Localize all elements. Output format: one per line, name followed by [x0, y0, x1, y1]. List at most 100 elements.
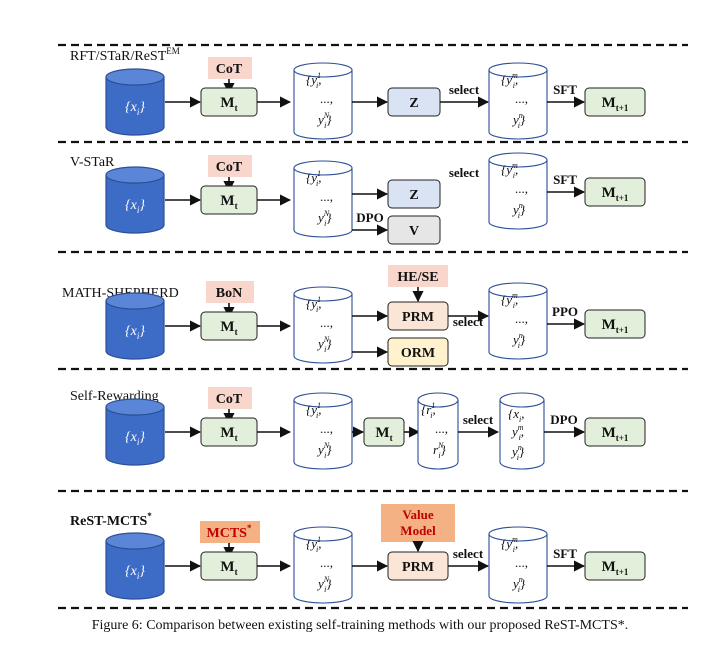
cylinder-top	[293, 286, 353, 302]
orm-label: ORM	[401, 346, 435, 361]
next-model-box	[584, 417, 646, 447]
prompt-label: CoT	[216, 62, 243, 77]
row-1-label: RFT/STaR/ReSTEM	[70, 46, 180, 64]
cylinder-top	[293, 62, 353, 78]
samples-dots: ...,	[320, 91, 333, 106]
next-model-label: Mt+1	[602, 95, 629, 113]
value-model-line1: Value	[402, 507, 434, 522]
select-label: select	[453, 314, 484, 329]
selected-cylinder-sample-dots: ...,	[515, 91, 528, 106]
samples-dots: ...,	[320, 315, 333, 330]
cylinder-top	[293, 160, 353, 176]
prompt-box	[206, 281, 254, 303]
prompt-box	[200, 521, 260, 543]
cylinder-top	[488, 282, 548, 298]
hint-label: HE/SE	[397, 270, 438, 285]
dpo-label: DPO	[356, 210, 383, 225]
cylinder-body	[293, 400, 353, 470]
prm-label: PRM	[402, 560, 434, 575]
prompt-label: MCTS*	[207, 523, 252, 541]
prompt-box	[208, 387, 252, 409]
cylinder-body	[293, 70, 353, 140]
samples-cylinder	[293, 392, 353, 470]
next-model-box	[584, 551, 646, 581]
selected-cylinder-sample-dots: ...,	[515, 311, 528, 326]
selected-cylinder	[488, 152, 548, 230]
judge-model-label: Mt	[375, 425, 392, 443]
samples-cylinder	[293, 526, 353, 604]
select-label: select	[449, 82, 480, 97]
reward-dots: ...,	[435, 421, 448, 436]
row-2-label: V-STaR	[70, 155, 115, 170]
dataset-cylinder: {xi}	[105, 166, 165, 234]
train-label: DPO	[550, 412, 577, 427]
next-model-label: Mt+1	[602, 559, 629, 577]
figure-caption: Figure 6: Comparison between existing se…	[91, 618, 629, 633]
cylinder-top	[488, 62, 548, 78]
selected-cylinder	[488, 62, 548, 140]
cylinder-top	[105, 292, 165, 310]
cylinder-body	[293, 534, 353, 604]
z-label: Z	[409, 188, 418, 203]
cylinder-body	[105, 175, 165, 234]
cylinder-body	[417, 400, 459, 470]
next-model-box	[584, 177, 646, 207]
samples-cylinder	[293, 286, 353, 364]
cylinder-body	[488, 534, 548, 604]
samples-dots: ...,	[320, 189, 333, 204]
z-label: Z	[409, 96, 418, 111]
model-label: Mt	[220, 559, 237, 577]
hint-box	[388, 265, 448, 287]
dataset-cylinder: {xi}	[105, 532, 165, 600]
cylinder-body	[105, 407, 165, 466]
next-model-label: Mt+1	[602, 317, 629, 335]
cylinder-body	[488, 290, 548, 360]
cylinder-body	[293, 294, 353, 364]
train-label: PPO	[552, 304, 578, 319]
cylinder-top	[105, 398, 165, 416]
select-label: select	[453, 546, 484, 561]
cylinder-body	[293, 168, 353, 238]
dataset-label: {xi}	[125, 564, 145, 581]
reward-cylinder	[417, 392, 459, 470]
cylinder-top	[417, 392, 459, 408]
model-label: Mt	[220, 425, 237, 443]
next-model-box	[584, 309, 646, 339]
cylinder-top	[105, 532, 165, 550]
model-label: Mt	[220, 319, 237, 337]
value-model-line2: Model	[400, 523, 436, 538]
dataset-cylinder: {xi}	[105, 68, 165, 136]
next-model-label: Mt+1	[602, 185, 629, 203]
dataset-label: {xi}	[125, 324, 145, 341]
dataset-label: {xi}	[125, 198, 145, 215]
train-label: SFT	[553, 172, 577, 187]
samples-dots: ...,	[320, 555, 333, 570]
cylinder-body	[488, 70, 548, 140]
cylinder-body	[105, 541, 165, 600]
model-label: Mt	[220, 193, 237, 211]
model-label: Mt	[220, 95, 237, 113]
dataset-cylinder: {xi}	[105, 292, 165, 360]
prm-label: PRM	[402, 310, 434, 325]
selected-cylinder	[488, 282, 548, 360]
cylinder-top	[488, 152, 548, 168]
dataset-label: {xi}	[125, 100, 145, 117]
cylinder-body	[488, 160, 548, 230]
cylinder-top	[105, 166, 165, 184]
dataset-label: {xi}	[125, 430, 145, 447]
pairs-cylinder	[499, 392, 545, 470]
cylinder-top	[488, 526, 548, 542]
dataset-cylinder: {xi}	[105, 398, 165, 466]
next-model-box	[584, 87, 646, 117]
selected-cylinder	[488, 526, 548, 604]
